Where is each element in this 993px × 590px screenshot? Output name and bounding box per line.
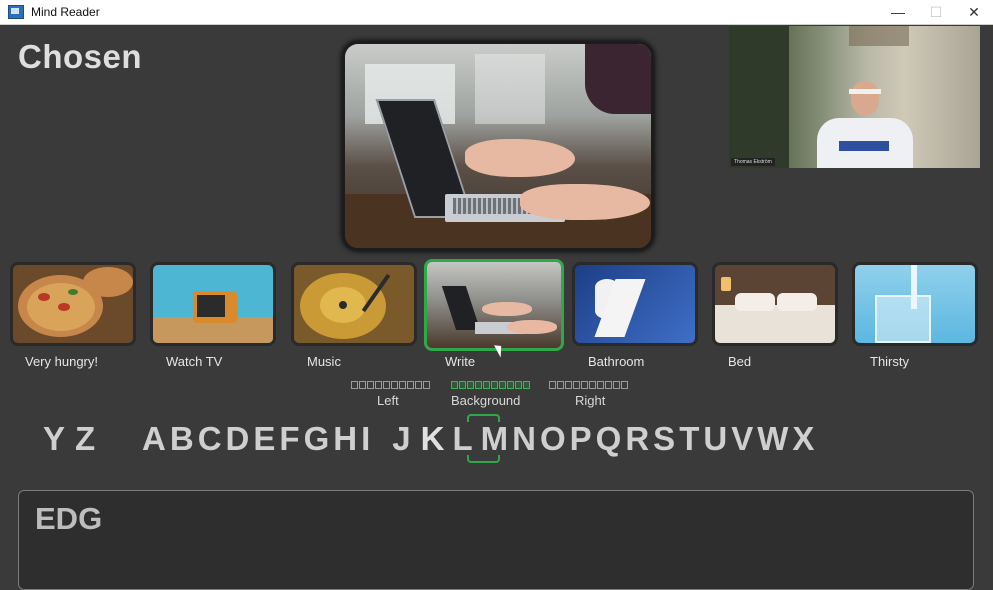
meter-left bbox=[351, 381, 430, 389]
letter-t[interactable]: T bbox=[679, 420, 700, 457]
letter-d[interactable]: D bbox=[225, 420, 250, 457]
alphabet-group-yz[interactable]: YZ bbox=[43, 420, 106, 457]
typed-text: EDG bbox=[35, 501, 103, 536]
letter-f[interactable]: F bbox=[279, 420, 300, 457]
option-label: Bathroom bbox=[588, 354, 645, 369]
letter-m[interactable]: M bbox=[480, 420, 509, 457]
close-button[interactable]: ✕ bbox=[968, 3, 980, 20]
letter-r[interactable]: R bbox=[625, 420, 650, 457]
option-label: Write bbox=[445, 354, 476, 369]
maximize-button[interactable]: ☐ bbox=[929, 3, 943, 20]
letter-k[interactable]: K bbox=[420, 420, 445, 457]
option-label: Thirsty bbox=[870, 354, 909, 369]
option-label: Music bbox=[307, 354, 341, 369]
webcam-name-tag: Thomas Ekström bbox=[731, 158, 775, 166]
option-write[interactable]: Write bbox=[424, 259, 564, 369]
option-music[interactable]: Music bbox=[291, 262, 417, 369]
option-bathroom[interactable]: Bathroom bbox=[572, 262, 698, 369]
option-watch-tv[interactable]: Watch TV bbox=[150, 262, 276, 369]
window-title: Mind Reader bbox=[31, 5, 100, 19]
option-label: Bed bbox=[728, 354, 752, 369]
option-bed[interactable]: Bed bbox=[712, 262, 838, 369]
letter-x[interactable]: X bbox=[792, 420, 815, 457]
letter-o[interactable]: O bbox=[539, 420, 566, 457]
chosen-image-laptop bbox=[342, 41, 654, 251]
person-head bbox=[851, 81, 879, 115]
letter-a[interactable]: A bbox=[142, 420, 166, 457]
app-icon bbox=[8, 5, 24, 19]
meter-right-label: Right bbox=[575, 393, 606, 408]
meter-background bbox=[451, 381, 530, 389]
webcam-feed: Thomas Ekström bbox=[729, 26, 980, 168]
option-thirsty[interactable]: Thirsty bbox=[852, 262, 978, 369]
letter-u[interactable]: U bbox=[703, 420, 728, 457]
minimize-button[interactable]: — bbox=[891, 4, 905, 20]
letter-selection-bracket bbox=[467, 414, 500, 463]
meter-left-label: Left bbox=[377, 393, 399, 408]
letter-n[interactable]: N bbox=[512, 420, 536, 457]
chosen-heading: Chosen bbox=[18, 38, 143, 75]
letter-v[interactable]: V bbox=[731, 420, 754, 457]
letter-c[interactable]: C bbox=[197, 420, 222, 457]
letter-h[interactable]: H bbox=[333, 420, 358, 457]
meter-right bbox=[549, 381, 628, 389]
letter-i[interactable]: I bbox=[361, 420, 371, 457]
letter-w[interactable]: W bbox=[757, 420, 789, 457]
letter-s[interactable]: S bbox=[653, 420, 676, 457]
letter-q[interactable]: Q bbox=[595, 420, 622, 457]
option-label: Watch TV bbox=[166, 354, 223, 369]
option-label: Very hungry! bbox=[25, 354, 98, 369]
letter-b[interactable]: B bbox=[169, 420, 194, 457]
letter-j[interactable]: J bbox=[392, 420, 411, 457]
letter-p[interactable]: P bbox=[569, 420, 592, 457]
letter-e[interactable]: E bbox=[253, 420, 276, 457]
letter-g[interactable]: G bbox=[303, 420, 330, 457]
window-titlebar: Mind Reader — ☐ ✕ bbox=[0, 0, 993, 25]
meter-background-label: Background bbox=[451, 393, 521, 408]
option-very-hungry[interactable]: Very hungry! bbox=[10, 262, 136, 369]
letter-l[interactable]: L bbox=[452, 420, 473, 457]
typed-text-box: EDG bbox=[18, 490, 974, 590]
